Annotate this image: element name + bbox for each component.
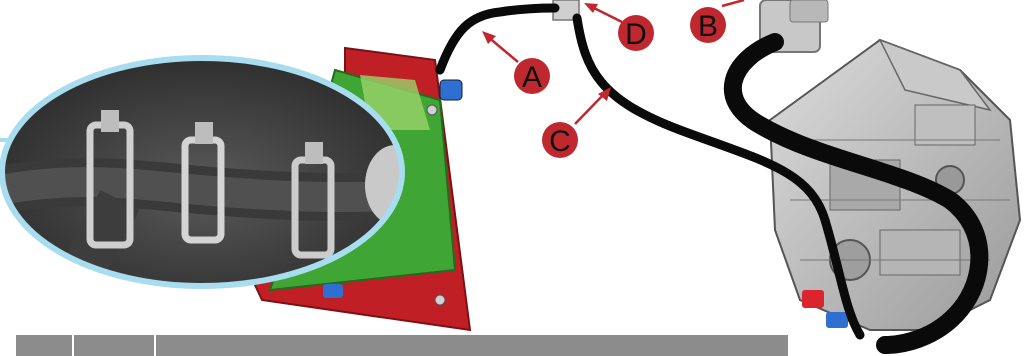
callout-c-label: C [549, 125, 571, 158]
callout-d-label: D [625, 18, 647, 51]
callout-a-label: A [522, 61, 542, 94]
callout-c: C [542, 87, 611, 158]
column-header-ref [74, 335, 156, 356]
callout-d: D [584, 3, 654, 51]
parts-table-header [16, 335, 788, 356]
callout-b: B [690, 0, 744, 43]
callout-a: A [482, 31, 550, 94]
column-header-ltr [16, 335, 74, 356]
callout-b-label: B [698, 10, 718, 43]
column-header-name [156, 335, 788, 356]
